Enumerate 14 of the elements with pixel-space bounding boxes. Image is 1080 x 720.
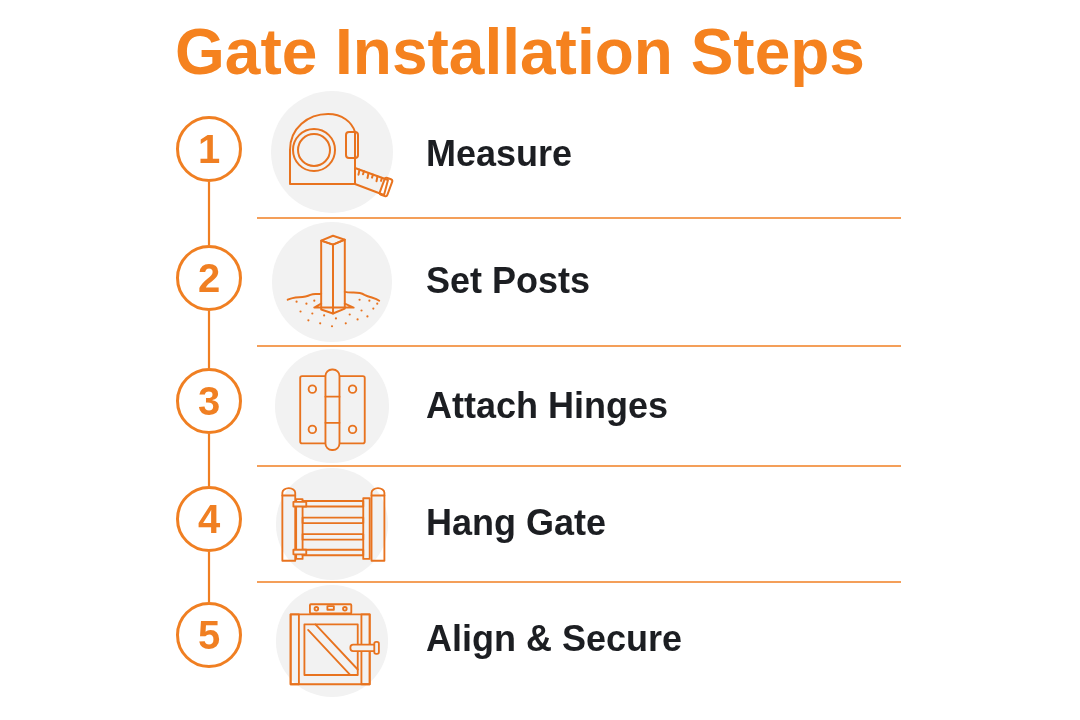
connector-line	[207, 311, 211, 368]
step-number: 1	[197, 129, 221, 169]
step-label: Set Posts	[426, 263, 591, 299]
step-label: Measure	[426, 136, 573, 172]
step-label: Align & Secure	[426, 621, 683, 657]
step-label: Attach Hinges	[426, 388, 669, 424]
step-number: 3	[197, 381, 221, 421]
step-number: 5	[197, 615, 221, 655]
connector-line	[207, 182, 211, 245]
step-number: 4	[197, 499, 221, 539]
step-label: Hang Gate	[426, 505, 607, 541]
connector-line	[207, 552, 211, 602]
step-number: 2	[197, 258, 221, 298]
connector-line	[207, 434, 211, 486]
